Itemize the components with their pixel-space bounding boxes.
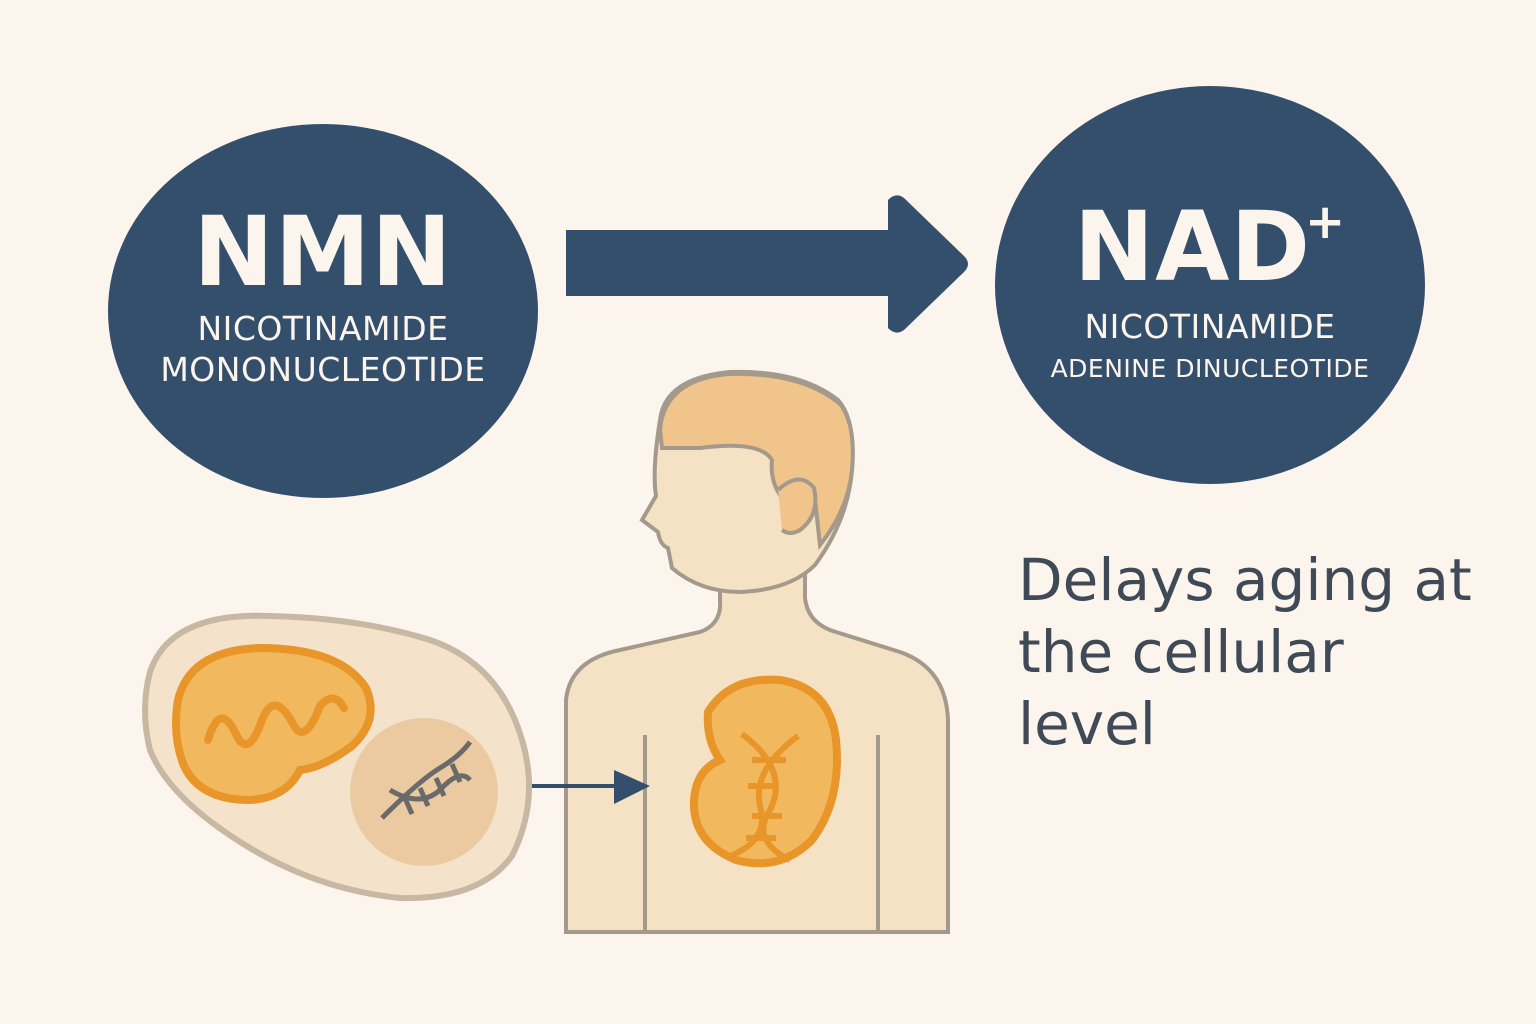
cell-dna-icon xyxy=(380,740,473,820)
cell-mitochondrion-icon xyxy=(172,643,375,805)
nmn-abbr: NMN xyxy=(193,196,453,308)
nad-name-line2: ADENINE DINUCLEOTIDE xyxy=(1050,354,1370,383)
nad-abbr-text: NAD xyxy=(1073,191,1312,303)
nad-node: NAD+ NICOTINAMIDE ADENINE DINUCLEOTIDE xyxy=(995,86,1425,484)
nmn-node: NMN NICOTINAMIDE MONONUCLEOTIDE xyxy=(108,124,538,498)
cell-to-body-arrow-icon xyxy=(532,770,650,804)
conversion-arrow-icon xyxy=(566,195,968,333)
dna-icon xyxy=(728,731,800,863)
nmn-name-line1: NICOTINAMIDE xyxy=(197,309,449,348)
nad-abbr: NAD+ xyxy=(995,198,1425,295)
effect-text: Delays aging at the cellular level xyxy=(1018,546,1472,758)
nad-superscript: + xyxy=(1305,194,1347,250)
nad-name-line1: NICOTINAMIDE xyxy=(1084,307,1336,346)
nmn-name-line2: MONONUCLEOTIDE xyxy=(160,350,486,389)
